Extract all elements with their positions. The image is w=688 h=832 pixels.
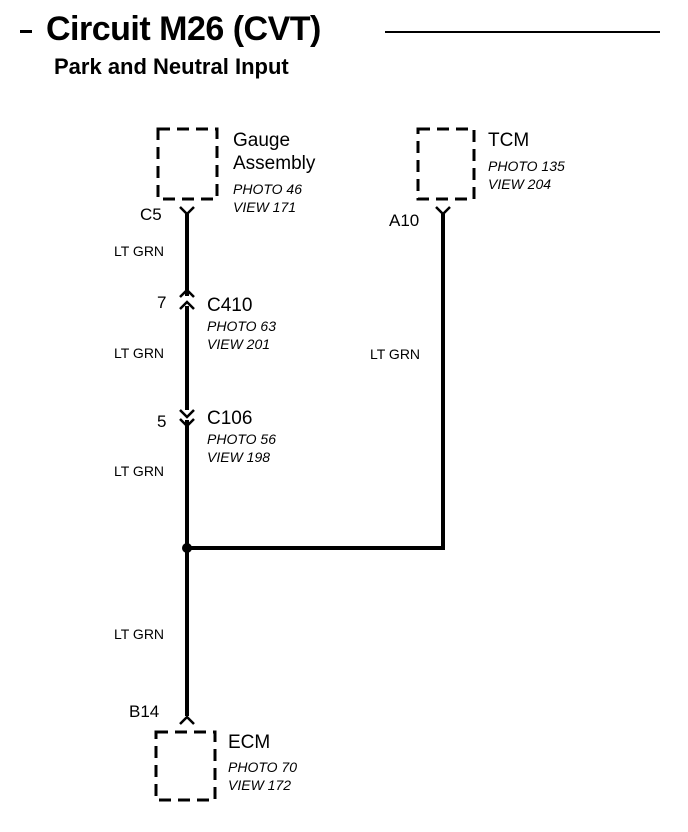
tcm-name: TCM <box>488 130 530 151</box>
gauge-name-line1: Gauge <box>233 130 291 151</box>
wire-splice-to-tcm[interactable] <box>187 214 445 550</box>
page-title: Circuit M26 (CVT) <box>46 10 321 48</box>
ecm-photo-ref: PHOTO 70 <box>228 759 297 775</box>
tcm-view-ref: VIEW 204 <box>488 176 552 192</box>
wire-color-label: LT GRN <box>114 463 165 479</box>
tcm-box[interactable] <box>416 127 476 201</box>
c106-name: C106 <box>207 408 253 429</box>
gauge-pin-label: C5 <box>140 205 162 224</box>
c106-pin-label: 5 <box>157 412 167 431</box>
gauge-photo-ref: PHOTO 46 <box>233 181 302 197</box>
gauge-view-ref: VIEW 171 <box>233 199 297 215</box>
c410-connector-lower-icon <box>179 300 195 310</box>
c410-pin-label: 7 <box>157 293 167 312</box>
wire-color-label: LT GRN <box>114 345 165 361</box>
tcm-pin-label: A10 <box>389 211 420 230</box>
title-dash <box>20 30 32 33</box>
c410-view-ref: VIEW 201 <box>207 336 271 352</box>
c410-connector-icon <box>179 288 195 298</box>
c106-connector-icon <box>179 409 195 419</box>
c106-view-ref: VIEW 198 <box>207 449 271 465</box>
splice-dot <box>182 543 192 553</box>
ecm-name: ECM <box>228 732 271 753</box>
wire-color-label: LT GRN <box>114 243 165 259</box>
wire-color-label: LT GRN <box>370 346 421 362</box>
gauge-assembly-box[interactable] <box>156 127 219 201</box>
ecm-view-ref: VIEW 172 <box>228 777 292 793</box>
c410-photo-ref: PHOTO 63 <box>207 318 276 334</box>
ecm-pin-label: B14 <box>129 702 160 721</box>
tcm-photo-ref: PHOTO 135 <box>488 158 565 174</box>
c410-name: C410 <box>207 295 253 316</box>
tcm-pin-terminal-icon <box>435 206 451 216</box>
ecm-box[interactable] <box>154 730 217 802</box>
c106-photo-ref: PHOTO 56 <box>207 431 276 447</box>
gauge-pin-terminal-icon <box>179 206 195 216</box>
c106-connector-lower-icon <box>179 418 195 428</box>
page-subtitle: Park and Neutral Input <box>54 54 289 79</box>
title-rule <box>385 31 660 33</box>
gauge-name-line2: Assembly <box>233 153 316 174</box>
wire-color-label: LT GRN <box>114 626 165 642</box>
ecm-pin-terminal-icon <box>179 715 195 725</box>
